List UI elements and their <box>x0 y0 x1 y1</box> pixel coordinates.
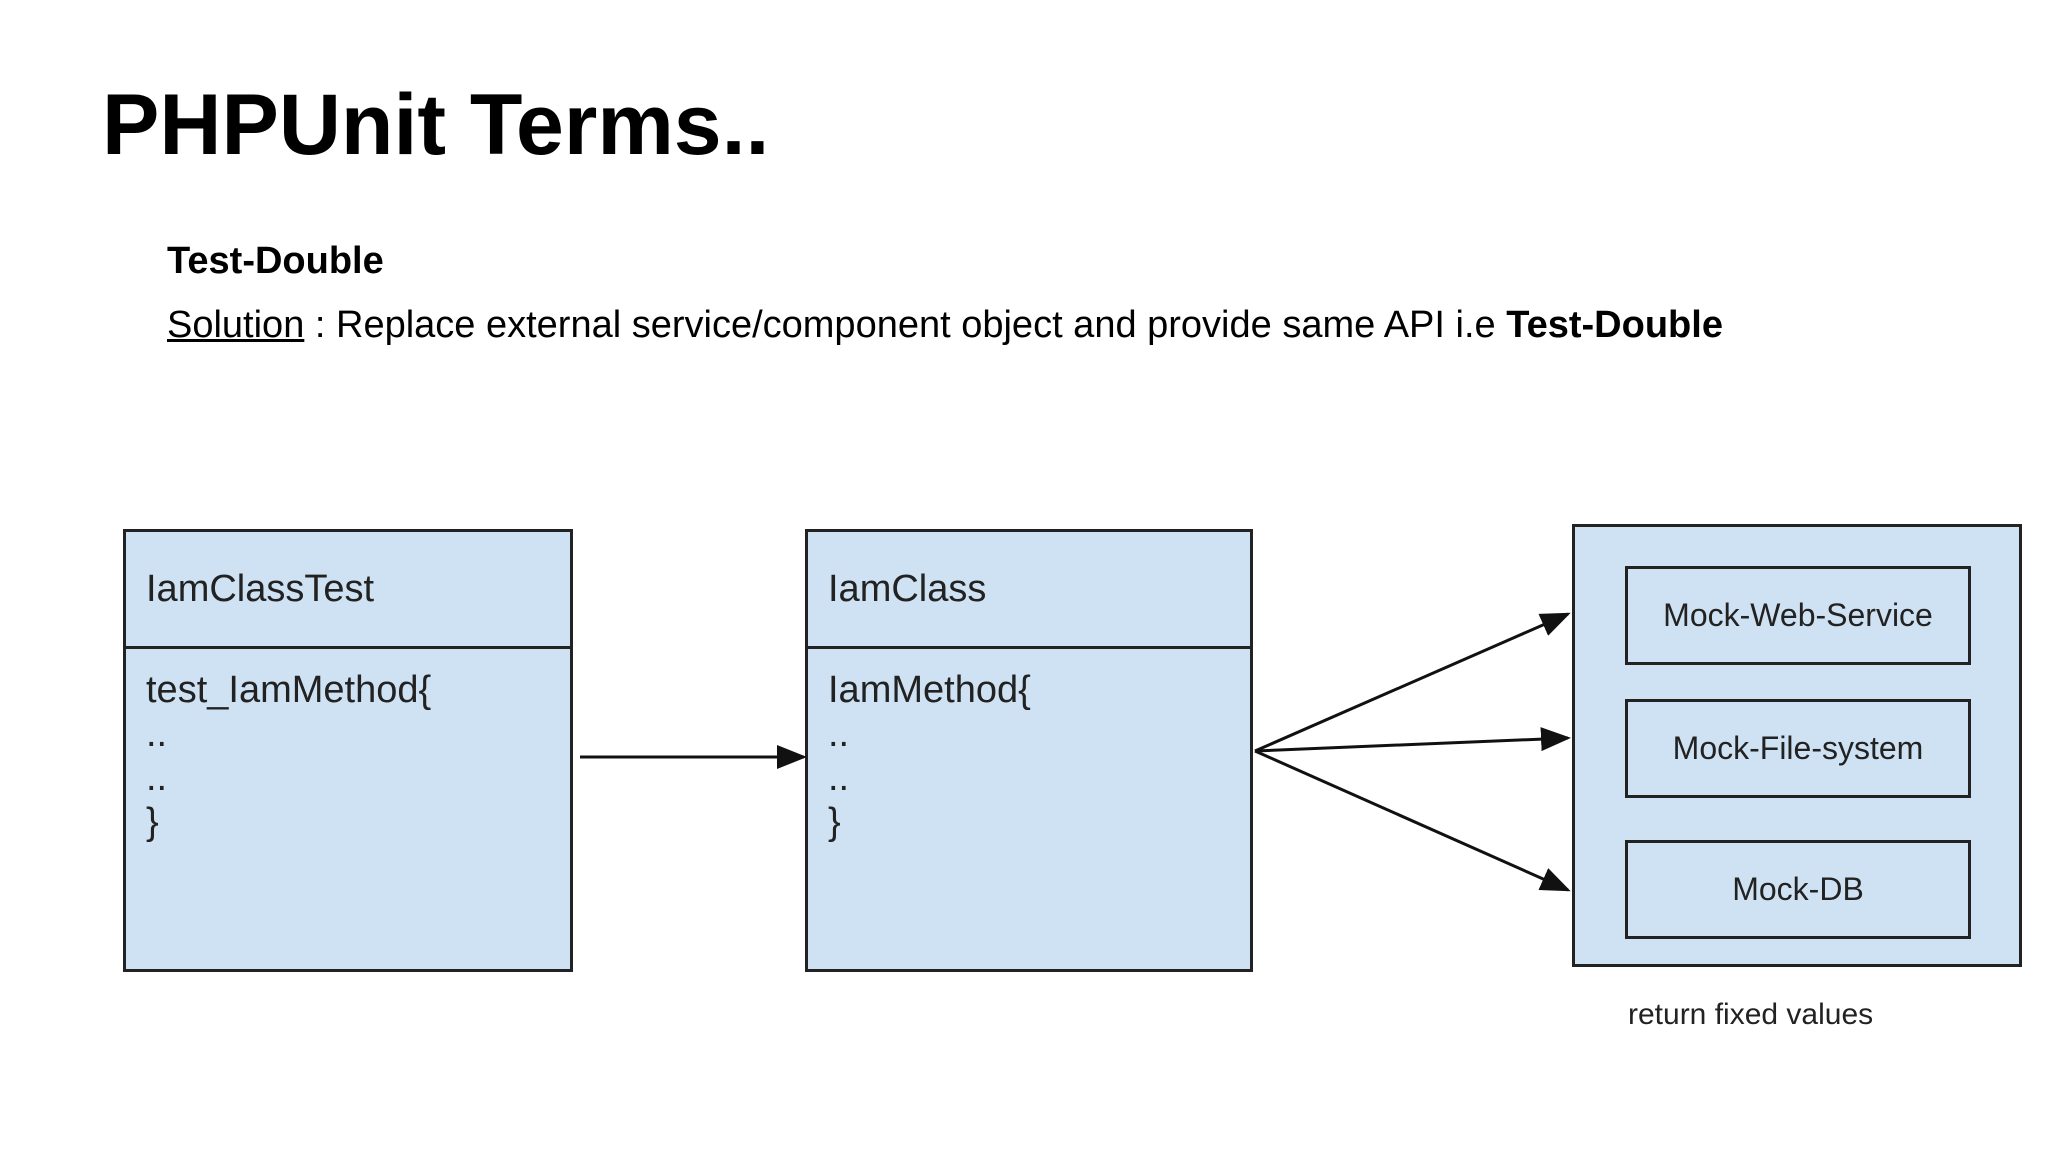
mock-file-system-box: Mock-File-system <box>1625 699 1971 798</box>
test-class-body: test_IamMethod{ .. .. } <box>146 668 431 844</box>
test-class-name: IamClassTest <box>146 568 375 610</box>
arrow-class-to-file-system <box>1254 727 1571 753</box>
solution-statement: Solution : Replace external service/comp… <box>167 304 1723 347</box>
test-class-code-line: test_IamMethod{ <box>146 669 432 711</box>
test-class-code-line: .. <box>146 757 168 799</box>
mock-caption: return fixed values <box>1628 998 1874 1031</box>
test-class-header: IamClassTest <box>126 532 570 649</box>
class-under-test-header: IamClass <box>808 532 1250 649</box>
slide-title: PHPUnit Terms.. <box>102 77 770 173</box>
slide-subtitle: Test-Double <box>167 240 384 282</box>
class-under-test-code-line: } <box>828 801 841 843</box>
test-class-code-line: } <box>146 801 159 843</box>
solution-emphasis: Test-Double <box>1506 304 1723 346</box>
class-under-test-box: IamClass IamMethod{ .. .. } <box>805 529 1253 972</box>
class-under-test-body: IamMethod{ .. .. } <box>828 668 1031 844</box>
solution-text: : Replace external service/component obj… <box>304 304 1507 346</box>
test-class-box: IamClassTest test_IamMethod{ .. .. } <box>123 529 573 972</box>
class-under-test-name: IamClass <box>828 568 987 610</box>
arrow-class-to-db <box>1254 749 1571 892</box>
class-under-test-code-line: .. <box>828 713 850 755</box>
mock-db-box: Mock-DB <box>1625 840 1971 939</box>
test-class-code-line: .. <box>146 713 168 755</box>
mock-group-box: Mock-Web-Service Mock-File-system Mock-D… <box>1572 524 2022 967</box>
mock-web-service-box: Mock-Web-Service <box>1625 566 1971 665</box>
solution-label: Solution <box>167 304 305 346</box>
arrow-class-to-web-service <box>1254 612 1571 753</box>
class-under-test-code-line: .. <box>828 757 850 799</box>
class-under-test-code-line: IamMethod{ <box>828 669 1031 711</box>
